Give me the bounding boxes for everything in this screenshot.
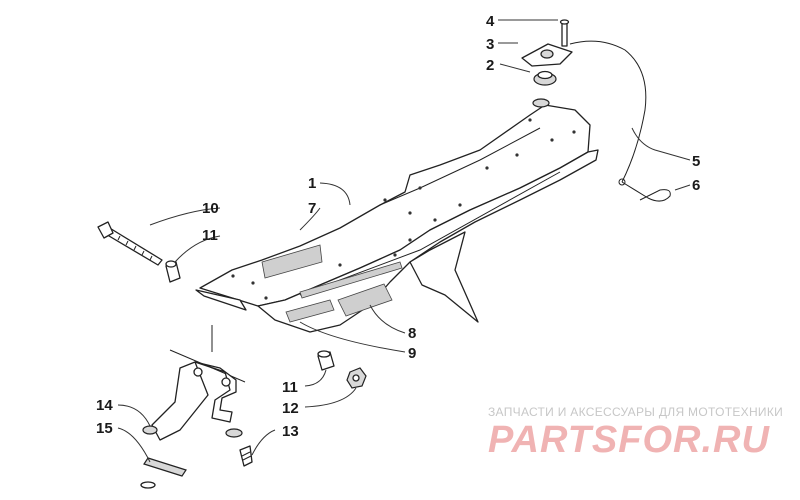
decal-9 xyxy=(285,299,335,323)
strap-15 xyxy=(140,457,187,489)
callout-2: 2 xyxy=(486,57,494,74)
callout-10: 10 xyxy=(202,200,219,217)
washer-13 xyxy=(225,428,243,438)
spacer-11-left xyxy=(165,260,181,283)
callout-11-lower: 11 xyxy=(282,379,298,396)
callout-5: 5 xyxy=(692,153,700,170)
bolt-10 xyxy=(97,221,163,266)
pin-4 xyxy=(559,19,570,47)
decal-8 xyxy=(337,283,393,317)
skid-plate xyxy=(195,104,599,333)
watermark-subtitle: ЗАПЧАСТИ И АКСЕССУАРЫ ДЛЯ МОТОТЕХНИКИ xyxy=(488,405,783,419)
callout-7: 7 xyxy=(308,200,316,217)
watermark-brand: PARTSFOR.RU xyxy=(488,419,770,461)
leader-lines xyxy=(117,19,691,463)
bracket-3 xyxy=(521,43,573,67)
callout-1: 1 xyxy=(308,175,316,192)
washer-14 xyxy=(142,425,158,435)
callout-9: 9 xyxy=(408,345,416,362)
clip-6 xyxy=(618,178,671,202)
mounting-bracket xyxy=(151,349,246,441)
callout-8: 8 xyxy=(408,325,416,342)
spacer-11-right xyxy=(317,350,335,371)
callout-11-upper: 11 xyxy=(202,227,218,244)
screw-13 xyxy=(239,445,253,467)
nut-12 xyxy=(346,367,367,389)
washer-upper xyxy=(532,98,550,108)
tether-cable-5 xyxy=(569,40,647,183)
callout-15: 15 xyxy=(96,420,113,437)
grommet-2 xyxy=(533,70,557,86)
callout-3: 3 xyxy=(486,36,494,53)
callout-labels: 4 3 2 5 6 1 7 10 11 8 9 11 12 13 14 15 xyxy=(96,13,700,440)
callout-14: 14 xyxy=(96,397,113,414)
decal-7 xyxy=(261,244,323,279)
callout-4: 4 xyxy=(486,13,495,30)
watermark: ЗАПЧАСТИ И АКСЕССУАРЫ ДЛЯ МОТОТЕХНИКИ PA… xyxy=(488,405,783,461)
callout-6: 6 xyxy=(692,177,700,194)
callout-12: 12 xyxy=(282,400,299,417)
callout-13: 13 xyxy=(282,423,299,440)
